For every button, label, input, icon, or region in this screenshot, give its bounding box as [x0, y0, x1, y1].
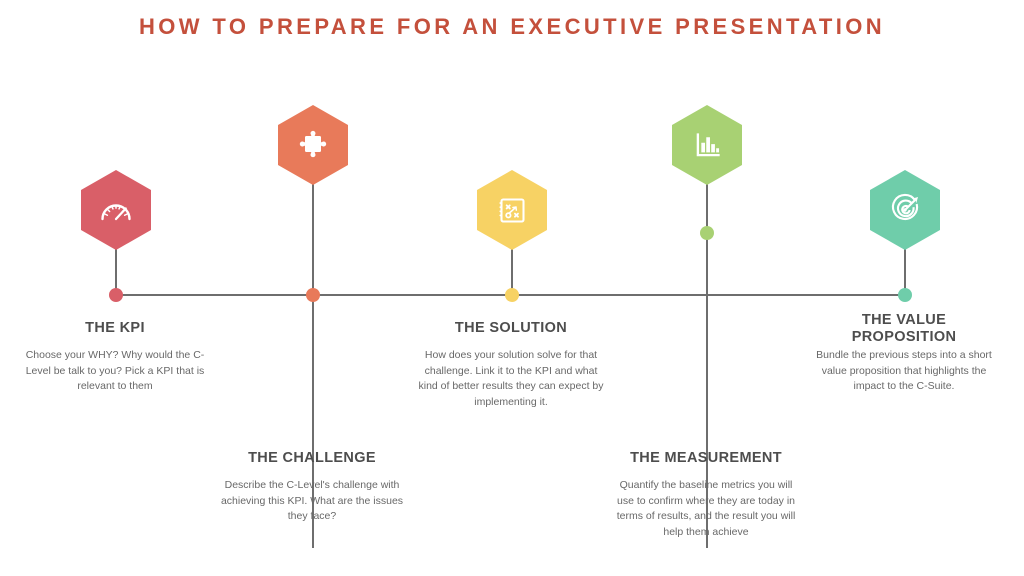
- step-heading-the-kpi: THE KPI: [85, 320, 145, 336]
- step-heading-the-measurement: THE MEASUREMENT: [630, 450, 782, 466]
- hexagon-badge-the-measurement[interactable]: [672, 105, 742, 185]
- timeline-dot: [306, 288, 320, 302]
- connector-stem: [706, 178, 708, 548]
- hexagon-badge-the-solution[interactable]: [477, 170, 547, 250]
- timeline-dot: [898, 288, 912, 302]
- step-body-the-challenge: Describe the C-Level's challenge with ac…: [220, 479, 404, 522]
- speedometer-icon: [101, 204, 131, 221]
- page-title: HOW TO PREPARE FOR AN EXECUTIVE PRESENTA…: [138, 14, 886, 39]
- step-body-the-kpi: Choose your WHY? Why would the C-Level b…: [25, 349, 205, 392]
- step-heading-the-value-proposition: THE VALUE PROPOSITION: [851, 312, 957, 345]
- step-body-the-solution: How does your solution solve for that ch…: [418, 349, 604, 408]
- hexagon-badge-the-kpi[interactable]: [81, 170, 151, 250]
- connector-stem: [904, 248, 906, 296]
- timeline-dot: [109, 288, 123, 302]
- timeline-dot: [700, 226, 714, 240]
- target-arrow-icon: [891, 193, 919, 221]
- connector-stem: [511, 248, 513, 296]
- step-heading-the-solution: THE SOLUTION: [454, 320, 568, 336]
- puzzle-piece-icon: [299, 130, 327, 158]
- bar-chart-icon: [696, 132, 720, 156]
- connector-stem: [312, 178, 314, 548]
- step-body-the-measurement: Quantify the baseline metrics you will u…: [616, 479, 796, 538]
- hexagon-badge-the-value-proposition[interactable]: [870, 170, 940, 250]
- step-heading-the-challenge: THE CHALLENGE: [248, 450, 376, 466]
- hexagon-badge-the-challenge[interactable]: [278, 105, 348, 185]
- timeline-dot: [505, 288, 519, 302]
- connector-stem: [115, 248, 117, 296]
- step-body-the-value-proposition: Bundle the previous steps into a short v…: [816, 349, 992, 392]
- strategy-board-icon: [498, 197, 525, 223]
